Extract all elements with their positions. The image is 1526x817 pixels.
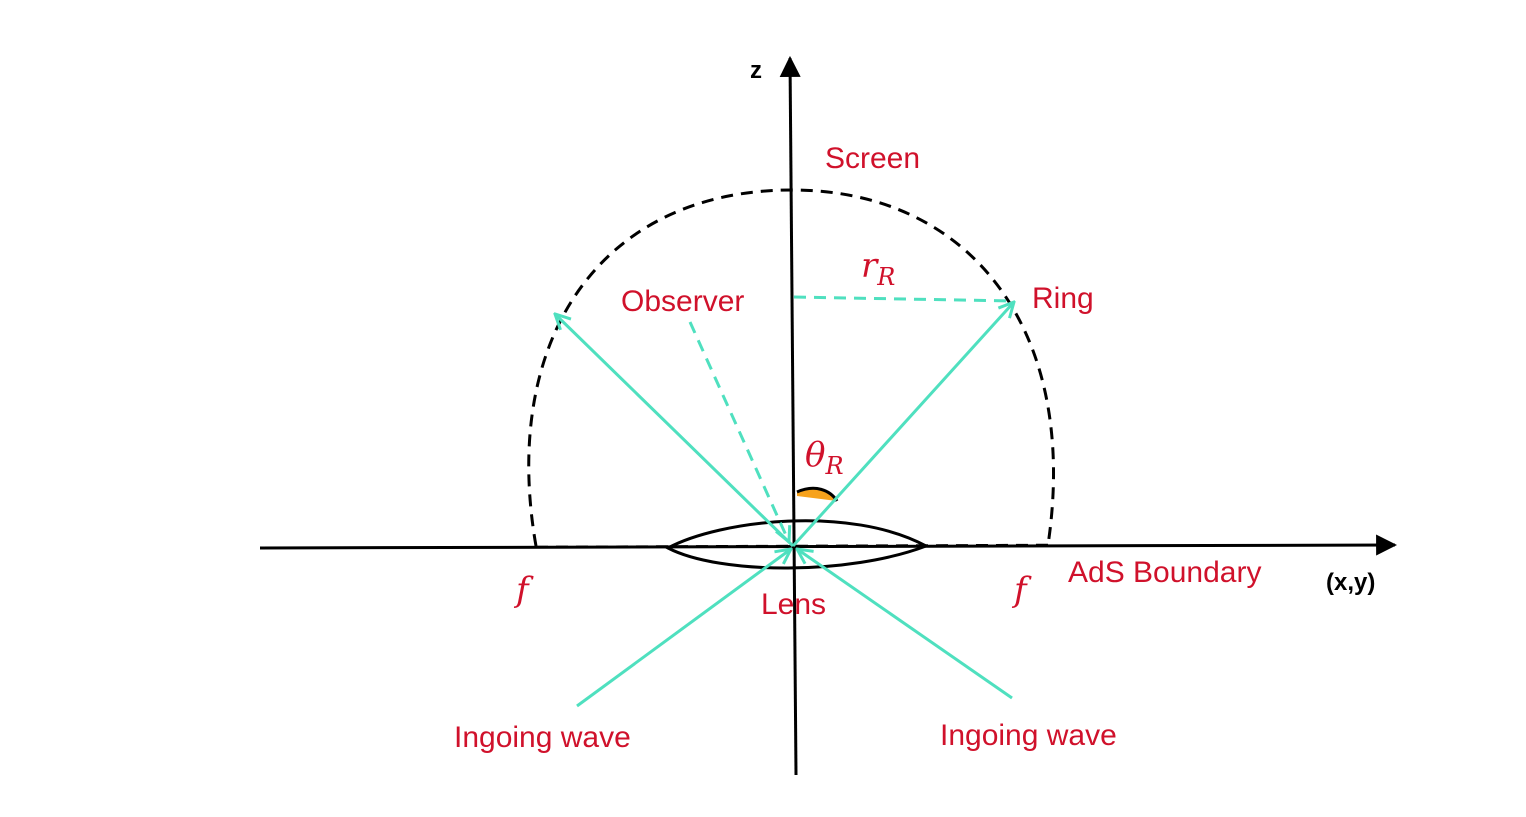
radius-label: rR: [861, 246, 895, 291]
radius-dashed-line: [793, 295, 1014, 303]
focal-left-label: f: [513, 570, 534, 610]
z-axis-label: z: [750, 57, 762, 84]
ingoing-ray-right: [797, 549, 1013, 700]
screen-dashed-base: [535, 543, 1049, 549]
z-axis-line: [779, 55, 801, 776]
angle-label: θR: [805, 435, 844, 480]
ray-to-ring: [791, 302, 1014, 548]
ingoing-wave-right-label: Ingoing wave: [940, 719, 1117, 752]
screen-label: Screen: [825, 142, 920, 175]
ingoing-ray-left: [576, 549, 791, 708]
focal-right-label: f: [1011, 570, 1032, 610]
observer-label: Observer: [621, 285, 744, 318]
angle-label-sub: R: [824, 452, 843, 480]
ads-boundary-label: AdS Boundary: [1068, 556, 1261, 589]
ingoing-wave-left-label: Ingoing wave: [454, 721, 631, 754]
radius-label-sub: R: [876, 263, 895, 291]
radius-label-main: r: [861, 246, 879, 286]
observer-dashed-line: [688, 321, 789, 542]
ray-to-left-screen: [555, 314, 795, 548]
xy-axis-label: (x,y): [1326, 569, 1375, 596]
angle-label-main: θ: [805, 435, 825, 475]
ring-label: Ring: [1032, 282, 1094, 315]
lens-shape: [664, 519, 930, 570]
lens-label: Lens: [761, 588, 826, 621]
screen-dashed-arc: [527, 188, 1055, 547]
angle-arc: [797, 488, 837, 501]
